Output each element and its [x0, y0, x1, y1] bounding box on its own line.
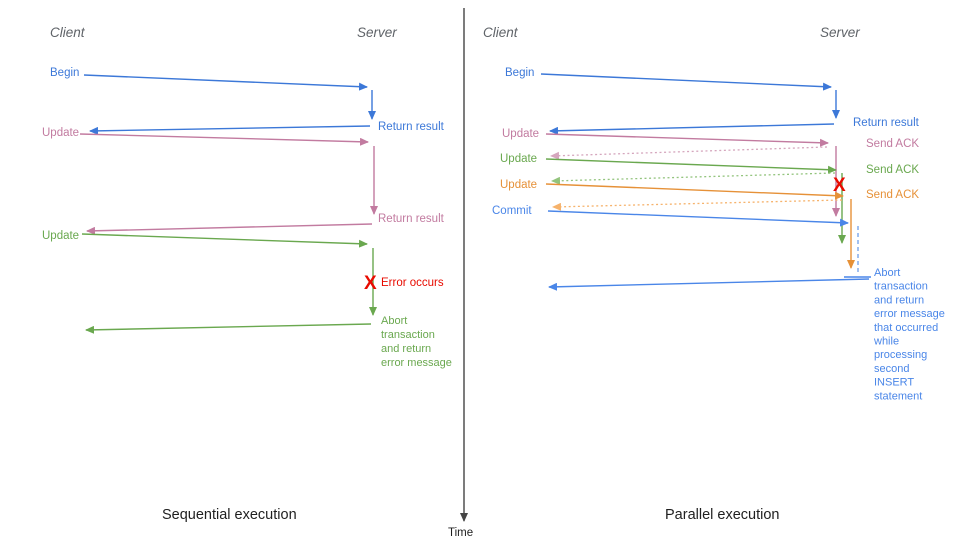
par-update-2-request-arrow	[545, 158, 837, 174]
seq-error-occurs-label: Error occurs	[381, 277, 444, 289]
par-send-ack-2-label: Send ACK	[866, 164, 919, 176]
seq-abort-return-arrow	[85, 323, 372, 334]
par-commit-label: Commit	[492, 205, 532, 217]
seq-update-2-label: Update	[42, 230, 79, 242]
par-update-2-label: Update	[500, 153, 537, 165]
seq-update-1-label: Update	[42, 127, 79, 139]
par-return-result-label: Return result	[853, 117, 920, 129]
par-return-result-arrow	[549, 123, 835, 135]
par-client-label: Client	[483, 25, 519, 40]
par-send-ack-3-label: Send ACK	[866, 189, 919, 201]
seq-caption: Sequential execution	[162, 507, 297, 523]
seq-begin-request-arrow	[83, 74, 368, 91]
seq-return-result-2-arrow	[86, 223, 373, 235]
par-send-ack-3-arrow	[552, 199, 843, 211]
seq-error-x-mark: X	[364, 273, 377, 294]
par-update-3-label: Update	[500, 179, 537, 191]
seq-return-result-2-label: Return result	[378, 213, 445, 225]
par-begin-request-arrow	[540, 73, 832, 91]
par-update-1-request-arrow	[545, 133, 829, 147]
par-send-ack-2-arrow	[551, 172, 836, 185]
par-send-ack-1-arrow	[550, 146, 828, 160]
seq-update-2-request-arrow	[81, 233, 368, 248]
par-error-x-mark: X	[833, 175, 846, 196]
seq-server-label: Server	[357, 25, 397, 40]
par-update-1-label: Update	[502, 128, 539, 140]
par-update-3-request-arrow	[545, 183, 844, 200]
seq-return-result-1-label: Return result	[378, 121, 445, 133]
par-begin-label: Begin	[505, 67, 534, 79]
parallel-panel: Client Server Begin Return result Update…	[483, 25, 945, 523]
seq-update-1-request-arrow	[79, 133, 369, 146]
time-axis-label: Time	[448, 527, 473, 539]
seq-begin-label: Begin	[50, 67, 79, 79]
par-abort-return-arrow	[548, 278, 870, 291]
seq-return-result-1-arrow	[89, 125, 371, 135]
seq-client-label: Client	[50, 25, 86, 40]
par-server-label: Server	[820, 25, 860, 40]
par-send-ack-1-label: Send ACK	[866, 138, 919, 150]
par-caption: Parallel execution	[665, 507, 779, 523]
sequential-panel: Client Server Begin Return result Update…	[42, 25, 452, 523]
par-commit-request-arrow	[547, 210, 849, 227]
